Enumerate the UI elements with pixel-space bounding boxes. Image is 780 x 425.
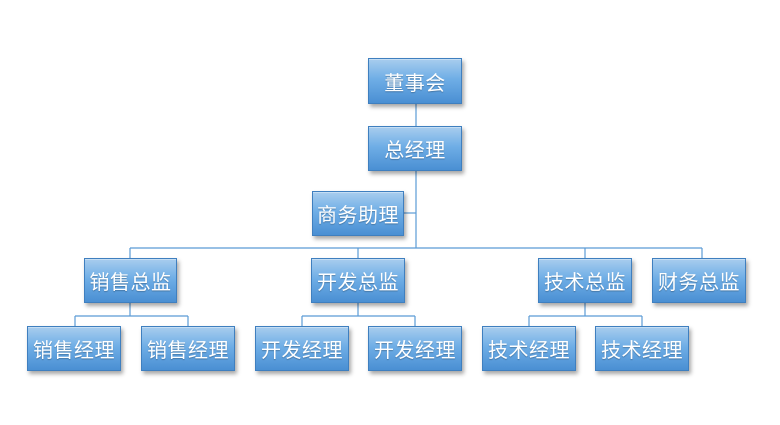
node-tech-manager-2: 技术经理 [595, 326, 689, 371]
node-tech-manager-1: 技术经理 [482, 326, 576, 371]
node-dev-manager-2: 开发经理 [368, 326, 462, 371]
node-dev-manager-1: 开发经理 [255, 326, 349, 371]
node-sales-manager-2: 销售经理 [141, 326, 235, 371]
node-finance-director: 财务总监 [652, 258, 746, 303]
node-board: 董事会 [368, 58, 462, 104]
node-business-assistant: 商务助理 [312, 191, 404, 236]
node-tech-director: 技术总监 [538, 258, 632, 303]
node-general-manager: 总经理 [368, 126, 462, 171]
node-sales-director: 销售总监 [84, 258, 177, 303]
node-sales-manager-1: 销售经理 [27, 326, 121, 371]
node-dev-director: 开发总监 [311, 258, 405, 303]
